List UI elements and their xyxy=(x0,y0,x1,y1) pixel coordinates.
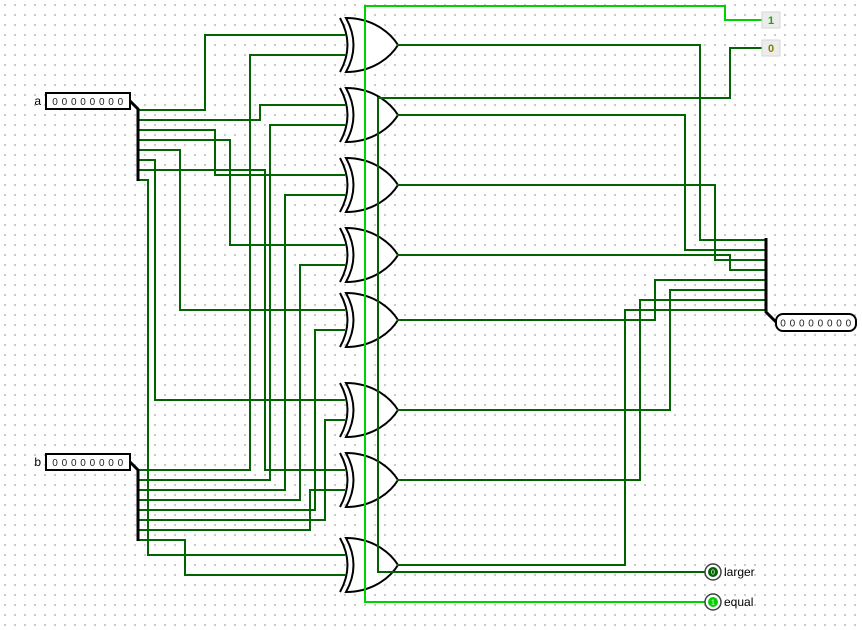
wire-o8[interactable] xyxy=(397,309,767,566)
probe-larger-core xyxy=(708,567,718,577)
input-b-body[interactable] xyxy=(45,453,131,471)
wire-a4[interactable] xyxy=(137,149,345,311)
wire-a6[interactable] xyxy=(137,169,345,471)
xor-gate-6[interactable] xyxy=(339,382,399,438)
output-pin-result[interactable]: 0 0 0 0 0 0 0 0 xyxy=(775,313,857,332)
output-pin-body[interactable] xyxy=(775,313,857,332)
probe-equal[interactable]: 1 equal xyxy=(704,593,753,611)
xor-gate-2[interactable] xyxy=(339,87,399,143)
wire-o7[interactable] xyxy=(397,299,767,481)
wire-b3[interactable] xyxy=(137,264,345,501)
wire-o3[interactable] xyxy=(397,184,767,261)
constant-zero-value: 0 xyxy=(768,43,774,55)
output-pin-value: 0 0 0 0 0 0 0 0 xyxy=(780,319,851,330)
xor-gate-5[interactable] xyxy=(339,292,399,348)
xor-gate-3[interactable] xyxy=(339,157,399,213)
probe-larger-label: larger xyxy=(724,565,755,579)
probe-larger[interactable]: 0 larger xyxy=(704,563,755,581)
wires-true xyxy=(364,5,764,603)
wire-b5[interactable] xyxy=(137,419,345,521)
wire-const0-larger[interactable] xyxy=(377,47,764,573)
xor-gate-8[interactable] xyxy=(339,537,399,593)
xor-gate-7[interactable] xyxy=(339,452,399,508)
probe-equal-label: equal xyxy=(724,595,753,609)
probe-equal-value: 1 xyxy=(711,600,715,607)
splitter-a[interactable] xyxy=(128,99,140,181)
wire-a7[interactable] xyxy=(137,179,345,556)
xor-gate-1[interactable] xyxy=(339,17,399,73)
input-a-label: a xyxy=(34,94,41,108)
wire-b6[interactable] xyxy=(137,489,345,531)
wire-a0[interactable] xyxy=(137,34,345,111)
wire-b2[interactable] xyxy=(137,194,345,491)
input-a-value[interactable]: 0 0 0 0 0 0 0 0 xyxy=(52,97,123,108)
xor-gate-4[interactable] xyxy=(339,227,399,283)
wire-o1[interactable] xyxy=(397,44,767,241)
xor-gate-column xyxy=(339,17,399,593)
wire-o2[interactable] xyxy=(397,114,767,251)
splitter-b[interactable] xyxy=(128,460,140,541)
input-b-value[interactable]: 0 0 0 0 0 0 0 0 xyxy=(52,458,123,469)
probe-equal-core xyxy=(708,597,718,607)
splitter-output[interactable] xyxy=(764,238,778,324)
wire-a1[interactable] xyxy=(137,104,345,121)
constant-zero-box[interactable] xyxy=(761,39,781,57)
constant-zero[interactable]: 0 xyxy=(761,39,781,57)
input-pin-b[interactable]: b 0 0 0 0 0 0 0 0 xyxy=(34,453,131,471)
constant-one-box[interactable] xyxy=(761,11,781,29)
input-pin-a[interactable]: a 0 0 0 0 0 0 0 0 xyxy=(34,92,131,110)
wire-b1[interactable] xyxy=(137,124,345,481)
wire-b7[interactable] xyxy=(137,539,345,576)
wire-a2[interactable] xyxy=(137,129,345,176)
wire-o6[interactable] xyxy=(397,289,767,411)
input-b-label: b xyxy=(34,455,41,469)
wire-b4[interactable] xyxy=(137,329,345,511)
wires-false xyxy=(137,34,767,576)
constant-one-value: 1 xyxy=(768,15,774,27)
wire-o4[interactable] xyxy=(397,254,767,271)
wire-const1-equal[interactable] xyxy=(364,5,764,603)
probe-larger-value: 0 xyxy=(711,570,715,577)
wire-b0[interactable] xyxy=(137,54,345,471)
input-a-body[interactable] xyxy=(45,92,131,110)
wire-a3[interactable] xyxy=(137,139,345,246)
constant-one[interactable]: 1 xyxy=(761,11,781,29)
